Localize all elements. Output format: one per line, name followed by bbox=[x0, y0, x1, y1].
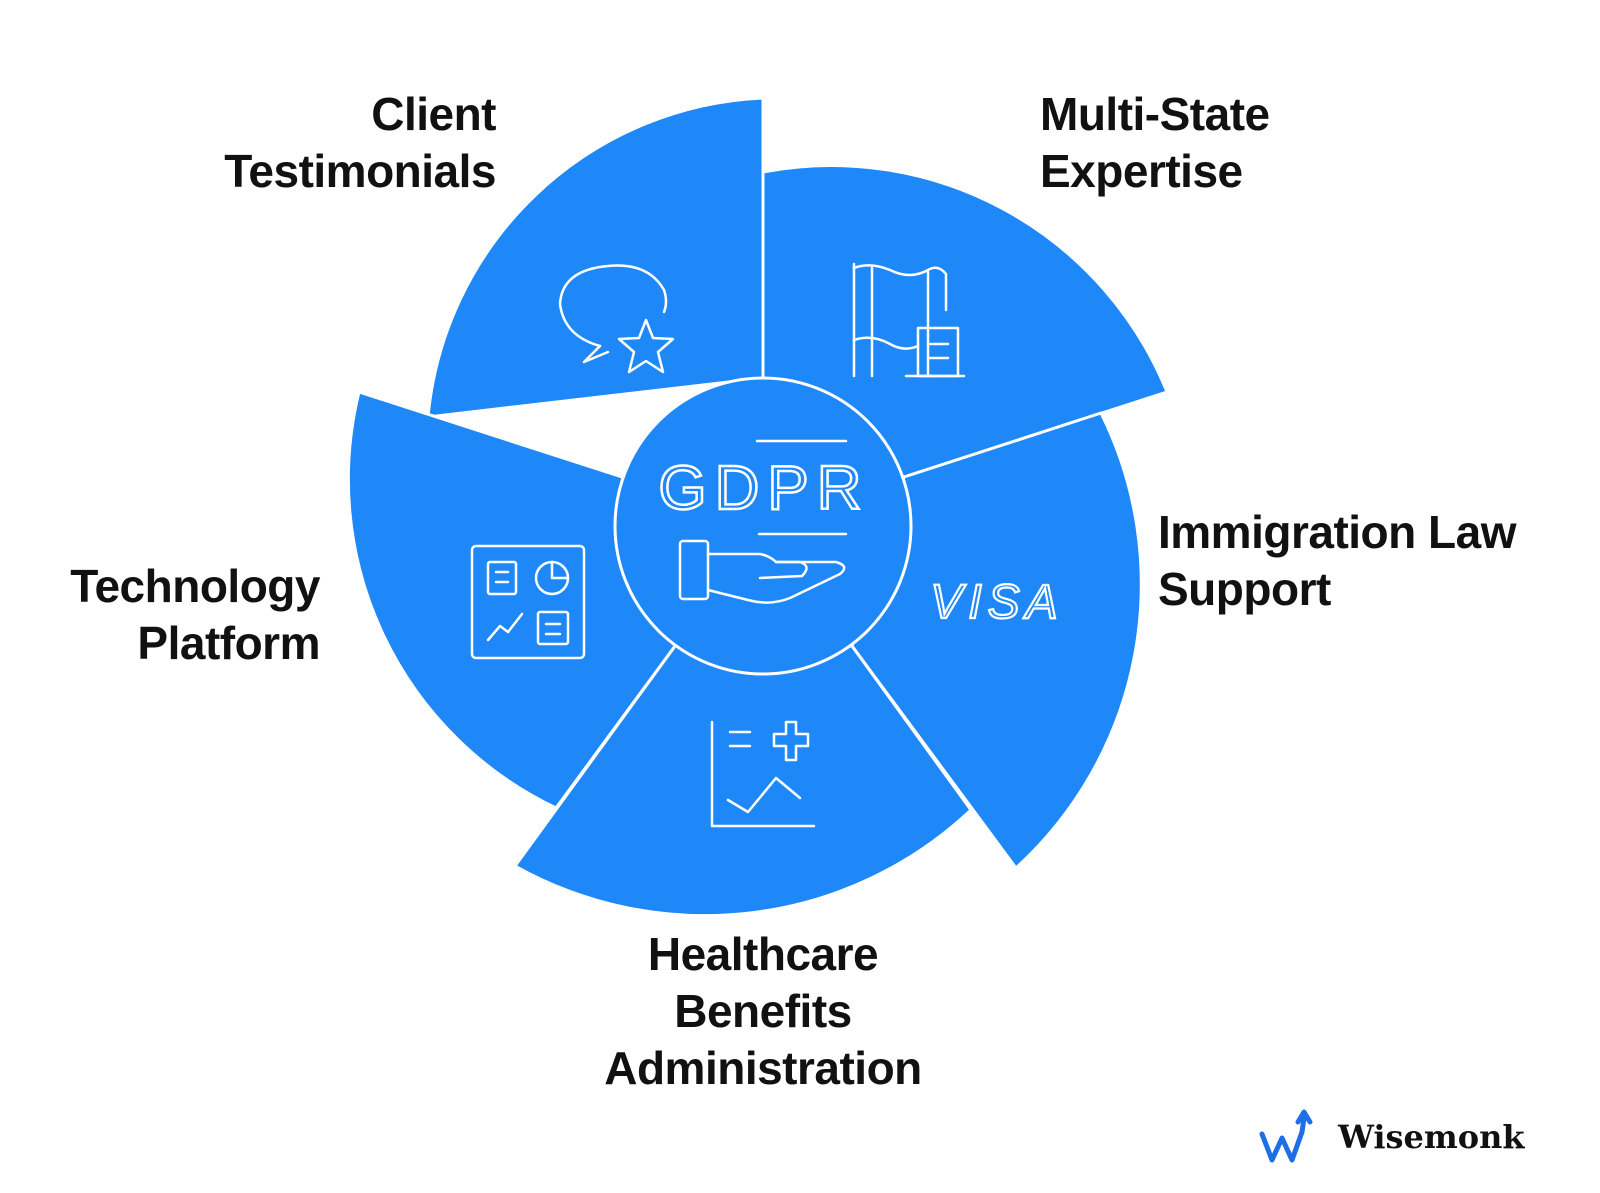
segment-immigration-law-support bbox=[850, 411, 1143, 870]
label-healthcare-benefits-administration: Healthcare Benefits Administration bbox=[604, 928, 922, 1094]
wisemonk-logo-icon bbox=[1259, 1109, 1313, 1163]
segment-healthcare-benefits-administration bbox=[513, 644, 973, 918]
segment-technology-platform bbox=[346, 390, 677, 810]
hub-circle bbox=[613, 376, 913, 676]
visa-icon: VISA bbox=[930, 576, 1063, 629]
hub-label: GDPR bbox=[658, 454, 869, 523]
medical-chart-icon bbox=[710, 720, 816, 828]
dashboard-icon bbox=[470, 544, 586, 660]
label-multi-state-expertise: Multi-State Expertise bbox=[1040, 88, 1270, 197]
segment-client-testimonials bbox=[426, 96, 765, 419]
chat-star-icon bbox=[558, 264, 675, 374]
gdpr-hand-icon bbox=[678, 439, 848, 604]
label-client-testimonials: Client Testimonials bbox=[224, 88, 496, 197]
brand-name: Wisemonk bbox=[1338, 1118, 1525, 1156]
label-immigration-law-support: Immigration Law Support bbox=[1158, 506, 1516, 615]
segment-multi-state-expertise bbox=[761, 164, 1169, 479]
label-technology-platform: Technology Platform bbox=[70, 560, 320, 669]
flag-document-icon bbox=[852, 262, 966, 378]
